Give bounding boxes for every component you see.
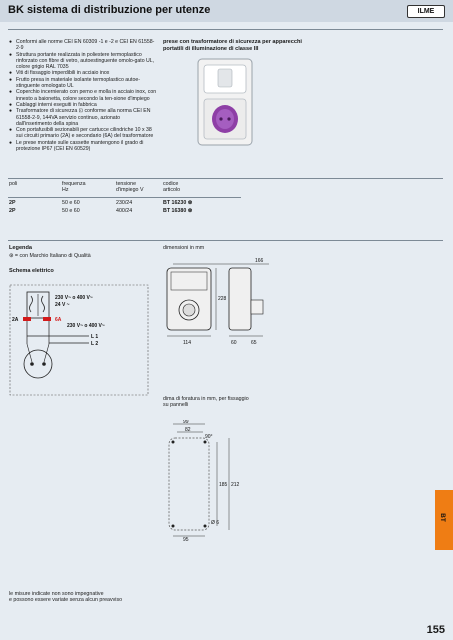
table-cell: 400/24 xyxy=(116,208,133,214)
divider xyxy=(8,240,443,241)
table-row: 2P xyxy=(9,208,16,214)
feature-item: Trasformatore di sicurezza ⊡ conforme al… xyxy=(9,108,157,127)
fuse-6a-symbol xyxy=(43,317,51,321)
divider xyxy=(8,29,443,30)
drilling-caption: dima di foratura in mm, per fissaggio su… xyxy=(163,396,249,409)
drill-185: 185 xyxy=(219,482,228,488)
table-cell-code: BT 16230 ⊛ xyxy=(163,200,193,206)
legend-item: ⊛ = con Marchio Italiano di Qualità xyxy=(9,253,91,259)
brand-logo: ILME xyxy=(407,5,445,18)
table-cell: 50 e 60 xyxy=(62,200,80,206)
dimension-drawing: 166 228 114 60 65 xyxy=(166,258,269,346)
dim-65: 65 xyxy=(251,340,257,346)
side-view xyxy=(228,267,252,331)
footnote: le misure indicate non sono impegnative … xyxy=(9,591,123,604)
divider xyxy=(8,197,241,198)
front-view xyxy=(166,267,212,331)
table-cell: 230/24 xyxy=(116,200,133,206)
drill-82: 82 xyxy=(185,427,191,433)
page-title: BK sistema di distribuzione per utenze xyxy=(8,4,211,16)
dim-166: 166 xyxy=(255,258,264,264)
drill-99: 99 xyxy=(183,420,189,425)
schema-fuse-2a: 2A xyxy=(12,317,19,323)
schema-voltage-secondary: 24 V ~ xyxy=(55,302,70,308)
dimensions-label: dimensioni in mm xyxy=(163,245,205,251)
table-header-poli: poli xyxy=(9,181,18,187)
socket-symbol xyxy=(23,349,53,379)
schema-l2: L 2 xyxy=(91,341,98,347)
feature-item: Cablaggi interni eseguiti in fabbrica xyxy=(9,102,157,109)
schema-line-voltage: 230 V~ o 400 V~ xyxy=(67,323,105,329)
schema-title: Schema elettrico xyxy=(9,268,54,274)
drill-95: 95 xyxy=(183,537,189,542)
divider xyxy=(8,178,443,179)
table-row: 2P xyxy=(9,200,16,206)
product-image xyxy=(197,58,253,146)
feature-item: Viti di fissaggio imperdibili in acciaio… xyxy=(9,70,157,77)
drilling-template: 99 82 90° 185 212 Ø 6 95 xyxy=(168,420,240,542)
drill-hole: Ø 6 xyxy=(211,520,219,526)
drill-212: 212 xyxy=(231,482,240,488)
feature-item: Coperchio incernierato con perno e molla… xyxy=(9,89,157,102)
wiring-schematic: 230 V~ o 400 V~ 24 V ~ 2A 6A 230 V~ o 40… xyxy=(9,284,149,396)
schema-voltage-primary: 230 V~ o 400 V~ xyxy=(55,295,93,301)
schema-fuse-6a: 6A xyxy=(55,317,62,323)
feature-item: Struttura portante realizzata in poliest… xyxy=(9,52,157,71)
features-list: Conformi alle norme CEI EN 60309 -1 e -2… xyxy=(9,39,157,152)
feature-item: Frutto presa in materiale isolante termo… xyxy=(9,77,157,90)
dim-114: 114 xyxy=(183,340,191,346)
table-cell-code: BT 16380 ⊛ xyxy=(163,208,193,214)
table-cell: 50 e 60 xyxy=(62,208,80,214)
section-tab-label: BT xyxy=(438,513,446,522)
product-heading: prese con trasformatore di sicurezza per… xyxy=(163,39,302,52)
schema-l1: L 1 xyxy=(91,334,98,340)
feature-item: Conformi alle norme CEI EN 60309 -1 e -2… xyxy=(9,39,157,52)
dim-60: 60 xyxy=(231,340,237,346)
feature-item: Le prese montate sulle cassette mantengo… xyxy=(9,140,157,153)
section-tab: BT xyxy=(435,490,453,550)
legend-title: Legenda xyxy=(9,245,33,251)
dim-228: 228 xyxy=(218,296,227,302)
page-number: 155 xyxy=(426,624,445,636)
drill-angle: 90° xyxy=(205,434,213,440)
page-header: BK sistema di distribuzione per utenze I… xyxy=(0,0,453,22)
fuse-2a-symbol xyxy=(23,317,31,321)
feature-item: Con portafusibili sezionabili per cartuc… xyxy=(9,127,157,140)
